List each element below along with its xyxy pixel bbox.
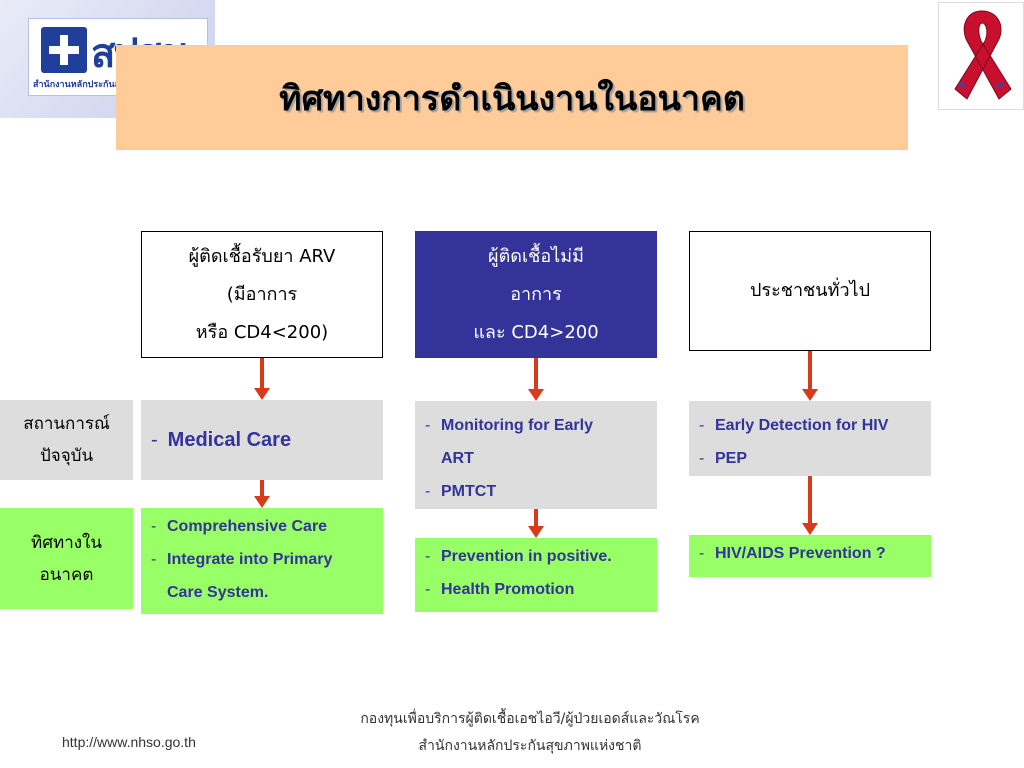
header-line: ผู้ติดเชื้อไม่มี: [488, 245, 584, 267]
row-label-line: ทิศทางใน: [31, 532, 102, 553]
row-label-line: อนาคต: [39, 564, 94, 585]
header-line: ประชาชนทั่วไป: [749, 280, 871, 301]
row-label-future: ทิศทางใน อนาคต: [0, 508, 133, 609]
down-arrow-icon: [254, 358, 270, 400]
list-item: -Comprehensive Care: [151, 518, 328, 535]
current-box-col1: - Medical Care: [141, 400, 383, 480]
down-arrow-icon: [802, 351, 818, 401]
list-item: -Integrate into Primary: [151, 551, 333, 568]
footer-org-line: สำนักงานหลักประกันสุขภาพแห่งชาติ: [418, 738, 642, 754]
list-item: -Prevention in positive.: [425, 548, 612, 565]
header-line: (มีอาการ: [226, 283, 298, 305]
row-label-current: สถานการณ์ ปัจจุบัน: [0, 400, 133, 480]
down-arrow-icon: [528, 509, 544, 538]
future-box-col1: -Comprehensive Care -Integrate into Prim…: [141, 508, 383, 614]
list-item: -PMTCT: [425, 483, 497, 500]
row-label-line: สถานการณ์: [23, 414, 110, 434]
footer-organization: กองทุนเพื่อบริการผู้ติดเชื้อเอชไอวี/ผู้ป…: [300, 706, 760, 760]
logo-subtitle: สำนักงานหลักประกันสุขภาพแห่งชาติ: [33, 80, 177, 90]
header-line: และ CD4>200: [473, 321, 599, 343]
slide-title: ทิศทางการดำเนินงานในอนาคต: [279, 78, 745, 119]
current-box-col2: -Monitoring for Early ART -PMTCT: [415, 401, 657, 509]
header-general-public: ประชาชนทั่วไป: [689, 231, 931, 351]
future-box-col2: -Prevention in positive. -Health Promoti…: [415, 538, 657, 612]
down-arrow-icon: [802, 476, 818, 535]
header-asymptomatic: ผู้ติดเชื้อไม่มี อาการ และ CD4>200: [415, 231, 657, 358]
footer-org-line: กองทุนเพื่อบริการผู้ติดเชื้อเอชไอวี/ผู้ป…: [360, 711, 700, 727]
current-item: Medical Care: [167, 428, 292, 451]
logo-emblem-icon: [41, 27, 87, 73]
down-arrow-icon: [528, 358, 544, 401]
header-line: อาการ: [510, 283, 562, 305]
list-item: -Health Promotion: [425, 581, 575, 598]
future-box-col3: -HIV/AIDS Prevention ?: [689, 535, 931, 577]
header-line: หรือ CD4<200): [195, 321, 329, 343]
row-label-line: ปัจจุบัน: [39, 446, 94, 466]
list-item: -PEP: [699, 450, 748, 467]
list-item: -Monitoring for Early: [425, 417, 593, 434]
title-banner: ทิศทางการดำเนินงานในอนาคต: [116, 45, 908, 150]
current-box-col3: -Early Detection for HIV -PEP: [689, 401, 931, 476]
list-item: -HIV/AIDS Prevention ?: [699, 545, 886, 562]
list-item: -Early Detection for HIV: [699, 417, 889, 434]
red-ribbon-icon: [938, 2, 1024, 110]
footer-url: http://www.nhso.go.th: [62, 734, 196, 750]
header-arv-patients: ผู้ติดเชื้อรับยา ARV (มีอาการ หรือ CD4<2…: [141, 231, 383, 358]
down-arrow-icon: [254, 480, 270, 508]
list-item-continuation: Care System.: [167, 584, 269, 601]
header-line: ผู้ติดเชื้อรับยา ARV: [188, 245, 336, 267]
list-item-continuation: ART: [441, 450, 474, 467]
